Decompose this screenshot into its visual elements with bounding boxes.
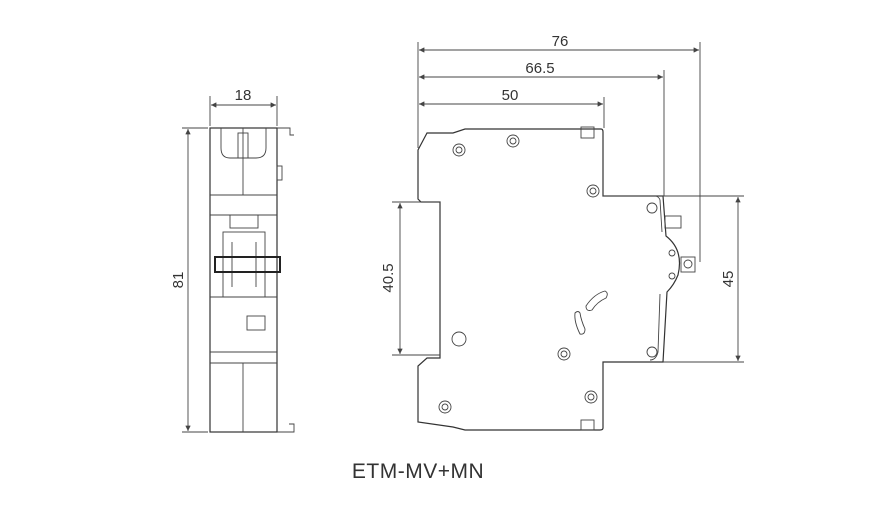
height-dimension-81: 81 — [170, 127, 208, 433]
side-view — [209, 127, 295, 433]
front-view — [417, 126, 696, 431]
dimension-50: 50 — [419, 87, 605, 128]
dimension-66-5: 66.5 — [419, 60, 665, 196]
screw-holes — [438, 134, 658, 414]
dimension-76: 76 — [417, 33, 701, 262]
height-label: 81 — [170, 272, 187, 289]
overall-width-label: 76 — [552, 33, 569, 50]
front-height-label: 45 — [720, 271, 737, 288]
width-label: 18 — [235, 87, 252, 104]
width-dimension-18: 18 — [209, 87, 278, 126]
model-title: ETM-MV+MN — [351, 460, 485, 483]
rail-height-label: 40.5 — [380, 263, 397, 292]
dimension-45: 45 — [603, 195, 744, 363]
dimension-40-5: 40.5 — [380, 201, 440, 356]
body-width-label: 50 — [502, 87, 519, 104]
mid-width-label: 66.5 — [525, 60, 554, 77]
toggle-handle — [214, 256, 281, 273]
